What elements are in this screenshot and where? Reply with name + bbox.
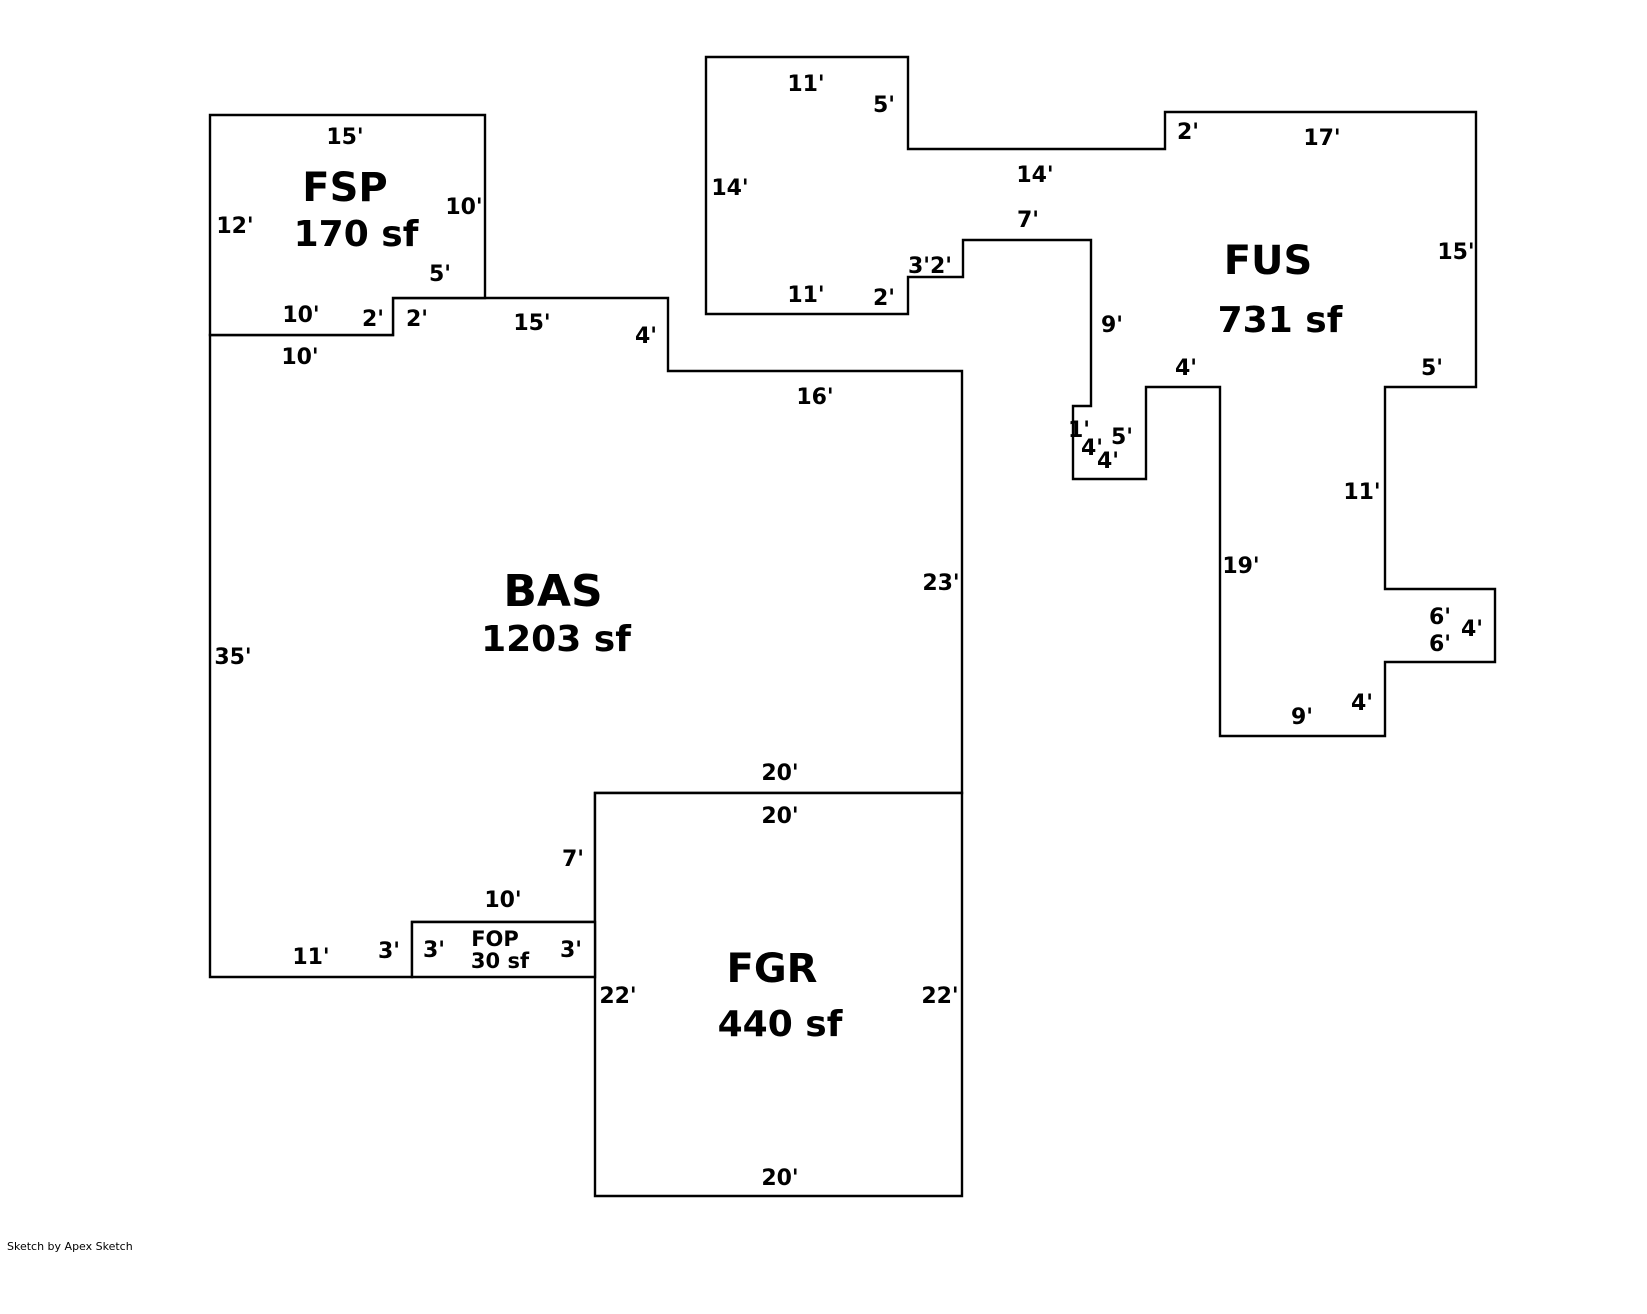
- dimension-label: 10': [282, 303, 319, 328]
- area-size-fop: 30 sf: [471, 949, 530, 973]
- area-outline-fgr: [593, 791, 964, 1198]
- dimension-label: 20': [761, 761, 798, 786]
- dimension-label: 15': [1437, 240, 1474, 265]
- dimension-label: 35': [214, 645, 251, 670]
- dimension-label: 10': [281, 345, 318, 370]
- dimension-label: 4': [1461, 617, 1483, 642]
- dimension-label: 11': [292, 945, 329, 970]
- dimension-label: 4': [1097, 449, 1119, 474]
- watermark-text: Sketch by Apex Sketch: [7, 1240, 133, 1253]
- area-code-fsp: FSP: [302, 165, 387, 211]
- area-code-fop: FOP: [471, 927, 519, 951]
- area-size-fsp: 170 sf: [294, 214, 419, 255]
- dimension-label: 7': [562, 847, 584, 872]
- area-size-fus: 731 sf: [1218, 300, 1343, 341]
- dimension-label: 5': [1421, 356, 1443, 381]
- dimension-label: 14': [1016, 163, 1053, 188]
- dimension-label: 5': [429, 262, 451, 287]
- area-code-fus: FUS: [1224, 238, 1313, 284]
- dimension-label: 11': [787, 72, 824, 97]
- dimension-label: 2': [873, 286, 895, 311]
- dimension-label: 5': [1111, 425, 1133, 450]
- dimension-label: 4': [1081, 436, 1103, 461]
- dimension-label: 16': [796, 385, 833, 410]
- area-code-bas: BAS: [503, 566, 602, 617]
- dimension-label: 19': [1222, 554, 1259, 579]
- area-size-fgr: 440 sf: [718, 1004, 843, 1045]
- area-outline-fop: [410, 920, 597, 979]
- dimension-label: 7': [1017, 208, 1039, 233]
- dimension-label: 2': [930, 254, 952, 279]
- dimension-label: 4': [635, 324, 657, 349]
- dimension-label: 3': [560, 938, 582, 963]
- dimension-label: 4': [1175, 356, 1197, 381]
- dimension-label: 20': [761, 1166, 798, 1191]
- dimension-label: 10': [445, 195, 482, 220]
- area-outline-fsp: [208, 113, 487, 337]
- dimension-label: 3': [908, 254, 930, 279]
- dimension-label: 12': [216, 214, 253, 239]
- dimension-label: 4': [1351, 691, 1373, 716]
- dimension-label: 22': [921, 984, 958, 1009]
- dimension-label: 23': [922, 571, 959, 596]
- dimension-label: 6': [1429, 605, 1451, 630]
- dimension-label: 1': [1068, 418, 1090, 443]
- dimension-label: 15': [326, 125, 363, 150]
- dimension-label: 2': [1177, 120, 1199, 145]
- dimension-label: 3': [378, 939, 400, 964]
- dimension-label: 9': [1291, 705, 1313, 730]
- dimension-label: 15': [513, 311, 550, 336]
- dimension-label: 17': [1303, 126, 1340, 151]
- area-size-bas: 1203 sf: [481, 619, 631, 660]
- dimension-label: 20': [761, 804, 798, 829]
- dimension-label: 22': [599, 984, 636, 1009]
- dimension-label: 2': [362, 307, 384, 332]
- dimension-label: 2': [406, 307, 428, 332]
- dimension-label: 9': [1101, 313, 1123, 338]
- dimension-label: 11': [1343, 480, 1380, 505]
- area-code-fgr: FGR: [727, 946, 818, 992]
- dimension-label: 14': [711, 176, 748, 201]
- dimension-label: 5': [873, 93, 895, 118]
- dimension-label: 3': [423, 938, 445, 963]
- dimension-label: 10': [484, 888, 521, 913]
- dimension-label: 11': [787, 283, 824, 308]
- dimension-label: 6': [1429, 632, 1451, 657]
- area-outline-fus: [704, 55, 1497, 738]
